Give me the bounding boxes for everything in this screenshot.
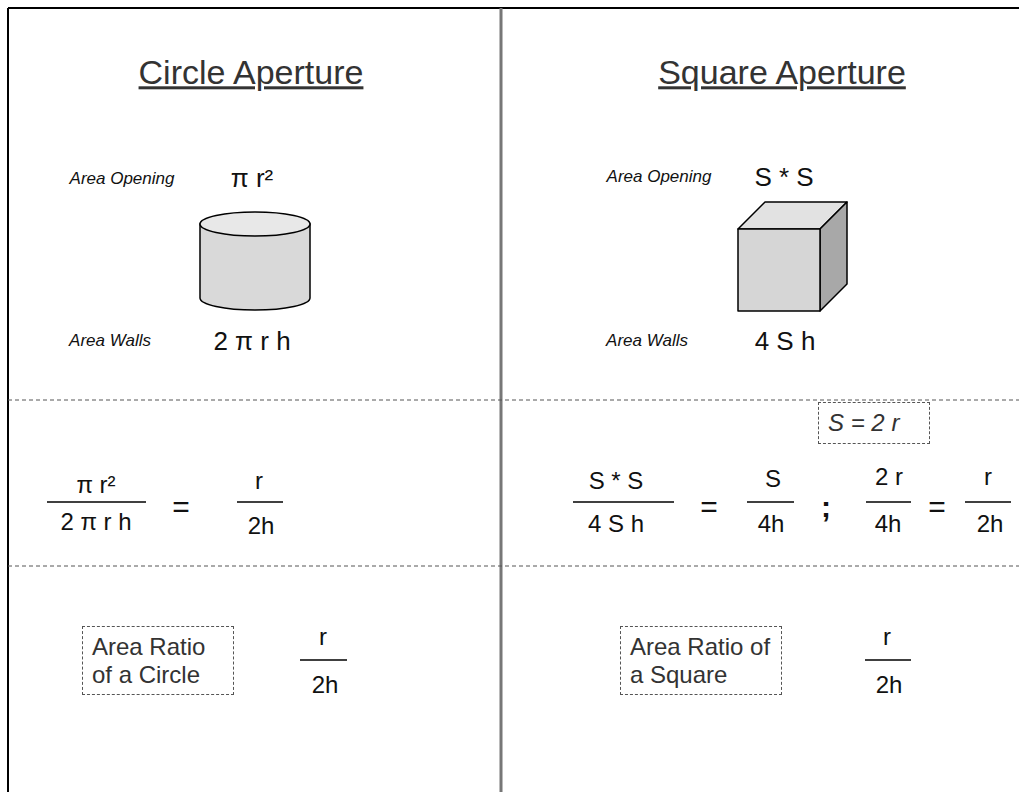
numerator: r (255, 468, 263, 494)
column-title: Square Aperture (658, 54, 906, 91)
denominator: 2h (876, 672, 903, 698)
denominator: 2h (977, 511, 1004, 537)
cylinder-figure (200, 212, 310, 310)
numerator: r (883, 624, 891, 650)
field-label: Area Walls (69, 332, 151, 351)
numerator: r (984, 464, 992, 490)
result-box: Area Ratio of a Square (620, 626, 782, 695)
formula: S * S (754, 163, 813, 192)
formula: 4 S h (755, 327, 816, 356)
equals-sign: = (172, 490, 190, 523)
box-text: S = 2 r (828, 409, 920, 437)
numerator: r (319, 624, 327, 650)
denominator: 2 π r h (60, 509, 131, 535)
condition-box: S = 2 r (818, 402, 930, 444)
equals-sign: = (700, 490, 718, 523)
denominator: 2h (248, 513, 275, 539)
formula: 2 π r h (213, 327, 290, 356)
numerator: S (765, 466, 781, 492)
row-divider (8, 400, 1019, 401)
field-label: Area Opening (70, 170, 175, 189)
denominator: 4h (758, 511, 785, 537)
row-divider (8, 566, 1019, 567)
equals-sign: = (928, 490, 946, 523)
numerator: π r² (76, 472, 115, 498)
separator: ; (821, 490, 831, 523)
formula: π r² (231, 164, 273, 193)
denominator: 4 S h (588, 511, 644, 537)
denominator: 4h (875, 511, 902, 537)
result-box: Area Ratio of a Circle (82, 626, 234, 695)
numerator: 2 r (875, 464, 903, 490)
cube-figure (738, 202, 847, 311)
field-label: Area Walls (606, 332, 688, 351)
field-label: Area Opening (607, 168, 712, 187)
numerator: S * S (589, 468, 644, 494)
frame-border (8, 7, 1019, 9)
denominator: 2h (312, 672, 339, 698)
box-text: Area Ratio of a Square (630, 633, 772, 688)
box-text: Area Ratio of a Circle (92, 633, 224, 688)
column-title: Circle Aperture (139, 54, 364, 91)
